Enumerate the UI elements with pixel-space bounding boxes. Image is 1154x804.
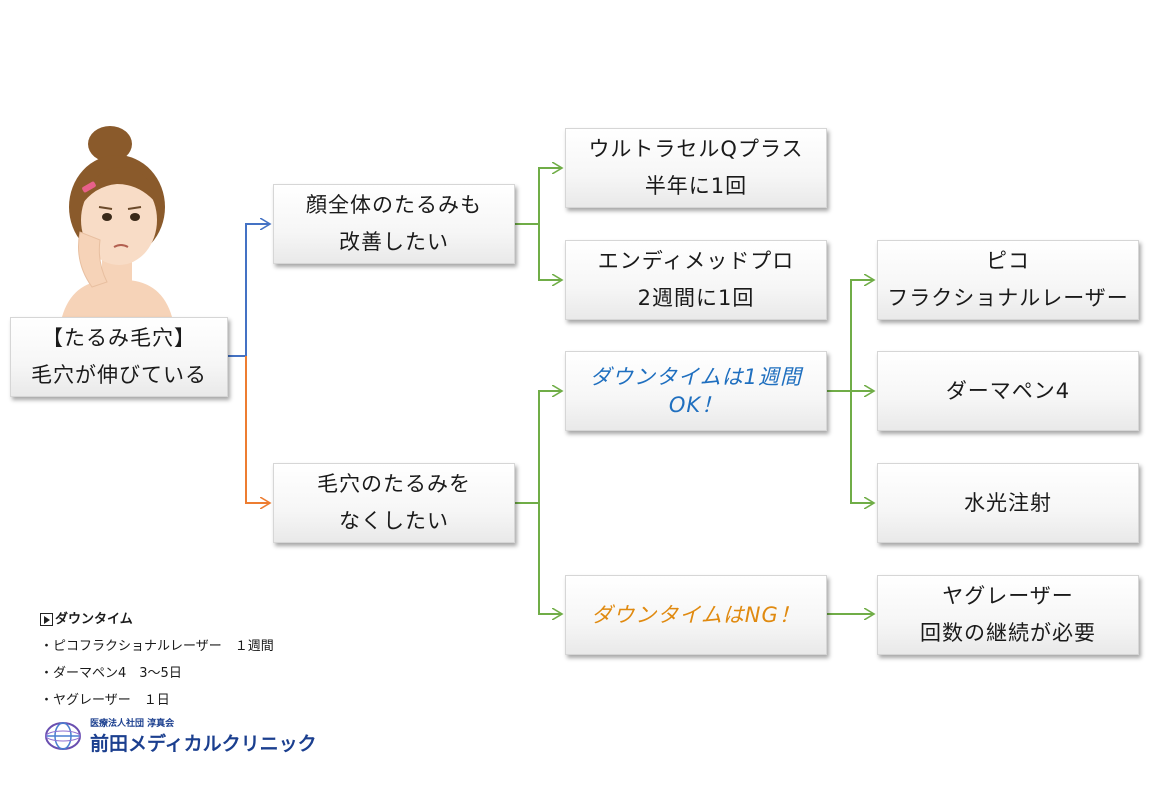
edge-top-to-ultracel xyxy=(515,168,562,225)
dermapen-box: ダーマペン4 xyxy=(877,351,1139,431)
worried-woman-illustration xyxy=(62,126,172,317)
endymed-line1: エンディメッドプロ xyxy=(597,249,795,273)
edge-root-to-top xyxy=(228,224,270,357)
yag-box: ヤグレーザー 回数の継続が必要 xyxy=(877,575,1139,655)
edge-bottom-to-ok xyxy=(515,391,562,504)
root-line2: 毛穴が伸びている xyxy=(31,363,207,387)
endymed-line2: 2週間に1回 xyxy=(637,286,755,310)
yag-line2: 回数の継続が必要 xyxy=(920,621,1096,645)
mid-bottom-line1: 毛穴のたるみを xyxy=(317,472,471,496)
ultracel-line2: 半年に1回 xyxy=(644,174,748,198)
ultracel-box: ウルトラセルQプラス 半年に1回 xyxy=(565,128,827,208)
downtime-ok-line2: OK！ xyxy=(668,393,724,417)
pico-line2: フラクショナルレーザー xyxy=(887,286,1129,310)
downtime-ok-box: ダウンタイムは1週間 OK！ xyxy=(565,351,827,431)
edge-ok-to-pico xyxy=(827,280,874,392)
edge-bottom-to-ng xyxy=(538,503,562,614)
dermapen-line1: ダーマペン4 xyxy=(945,378,1071,403)
pico-line1: ピコ xyxy=(986,249,1030,273)
suiko-line1: 水光注射 xyxy=(964,490,1052,515)
downtime-ng-line1: ダウンタイムはNG！ xyxy=(591,602,801,627)
mid-top-line1: 顔全体のたるみも xyxy=(306,193,482,217)
edge-top-to-endymed xyxy=(538,224,562,280)
downtime-legend: ダウンタイム ・ピコフラクショナルレーザー １週間 ・ダーマペン4 3～5日 ・… xyxy=(40,606,274,714)
edge-ok-to-suiko xyxy=(850,391,874,503)
legend-item: ・ピコフラクショナルレーザー １週間 xyxy=(40,639,274,654)
play-icon xyxy=(40,613,53,626)
globe-logo-icon xyxy=(45,722,81,750)
ultracel-line1: ウルトラセルQプラス xyxy=(588,137,804,161)
mid-bottom-box: 毛穴のたるみを なくしたい xyxy=(273,463,515,543)
root-box: 【たるみ毛穴】 毛穴が伸びている xyxy=(10,317,228,397)
pico-box: ピコ フラクショナルレーザー xyxy=(877,240,1139,320)
mid-bottom-line2: なくしたい xyxy=(339,509,449,533)
logo-subtitle: 医療法人社団 淳真会 xyxy=(90,719,175,729)
edge-root-to-bottom xyxy=(245,356,270,503)
clinic-logo: 医療法人社団 淳真会 前田メディカルクリニック xyxy=(44,716,317,756)
legend-title-row: ダウンタイム xyxy=(40,606,274,633)
mid-top-box: 顔全体のたるみも 改善したい xyxy=(273,184,515,264)
endymed-box: エンディメッドプロ 2週間に1回 xyxy=(565,240,827,320)
legend-title: ダウンタイム xyxy=(55,612,133,627)
downtime-ng-box: ダウンタイムはNG！ xyxy=(565,575,827,655)
root-line1: 【たるみ毛穴】 xyxy=(42,326,196,350)
downtime-ok-line1: ダウンタイムは1週間 xyxy=(590,365,802,389)
legend-item: ・ヤグレーザー １日 xyxy=(40,693,170,708)
suiko-box: 水光注射 xyxy=(877,463,1139,543)
mid-top-line2: 改善したい xyxy=(339,230,449,254)
logo-name: 前田メディカルクリニック xyxy=(90,733,317,755)
yag-line1: ヤグレーザー xyxy=(942,584,1074,608)
legend-item: ・ダーマペン4 3～5日 xyxy=(40,666,182,681)
